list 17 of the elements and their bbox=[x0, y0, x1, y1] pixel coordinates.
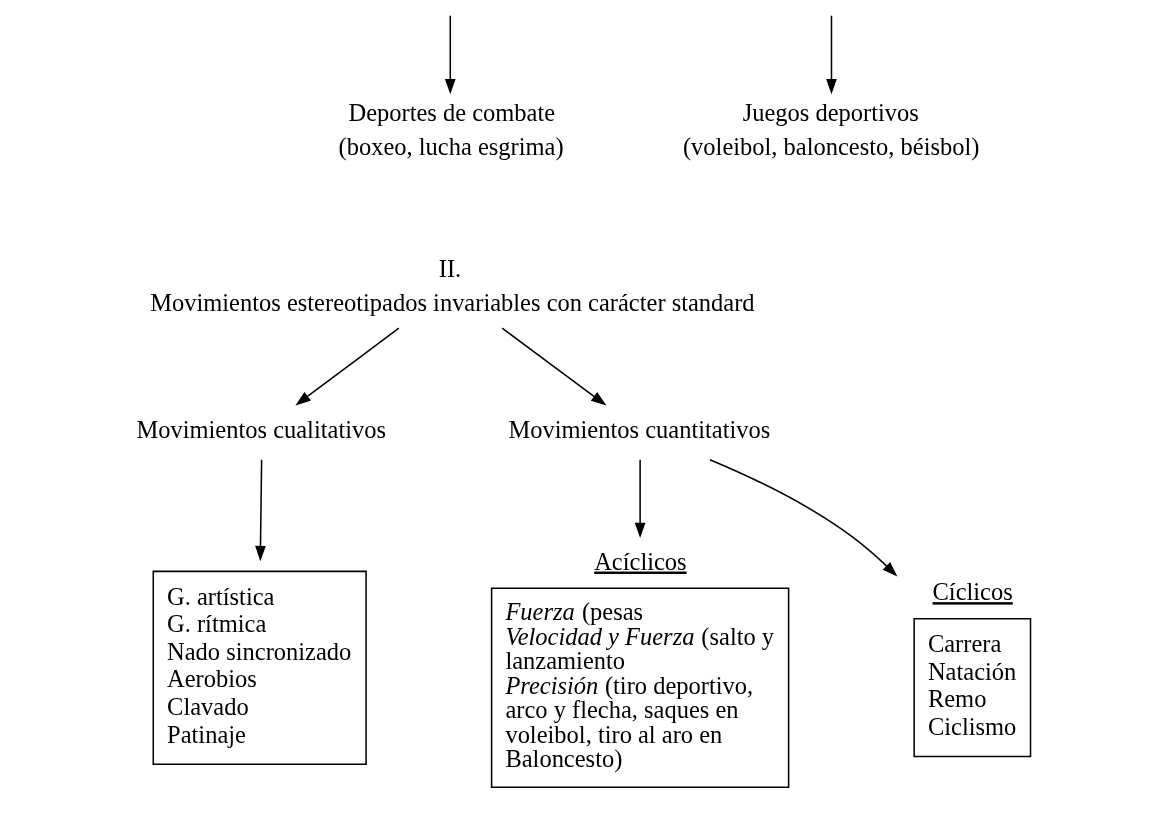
node-text: II. Movimientos estereotipados invariables con carácter standard bbox=[150, 255, 755, 316]
node-text: Movimientos cuantitativos bbox=[508, 415, 771, 443]
node-label: Acíclicos bbox=[594, 547, 687, 575]
node-box: Fuerza (pesas Velocidad y Fuerza (salto y lanzamiento Precisión (tiro deportivo, arco y flecha, saques en voleibol, tiro al aro en Baloncesto) bbox=[490, 587, 790, 788]
node-text: Juegos deportivos (voleibol, baloncesto, béisbol) bbox=[682, 98, 980, 160]
arrow bbox=[501, 327, 607, 406]
node-box: Carrera Natación Remo Ciclismo bbox=[913, 618, 1032, 758]
node-label: Cíclicos bbox=[932, 578, 1013, 606]
node-text: Movimientos cualitativos bbox=[136, 415, 387, 443]
node-box: G. artística G. rítmica Nado sincronizado Aerobios Clavado Patinaje bbox=[152, 570, 367, 766]
arrow bbox=[295, 327, 400, 406]
arrow bbox=[444, 14, 456, 95]
node-text: Deportes de combate (boxeo, lucha esgrima) bbox=[338, 98, 564, 160]
arrow bbox=[634, 459, 646, 539]
arrow bbox=[709, 458, 898, 577]
arrow bbox=[255, 459, 266, 562]
arrow bbox=[826, 14, 837, 95]
